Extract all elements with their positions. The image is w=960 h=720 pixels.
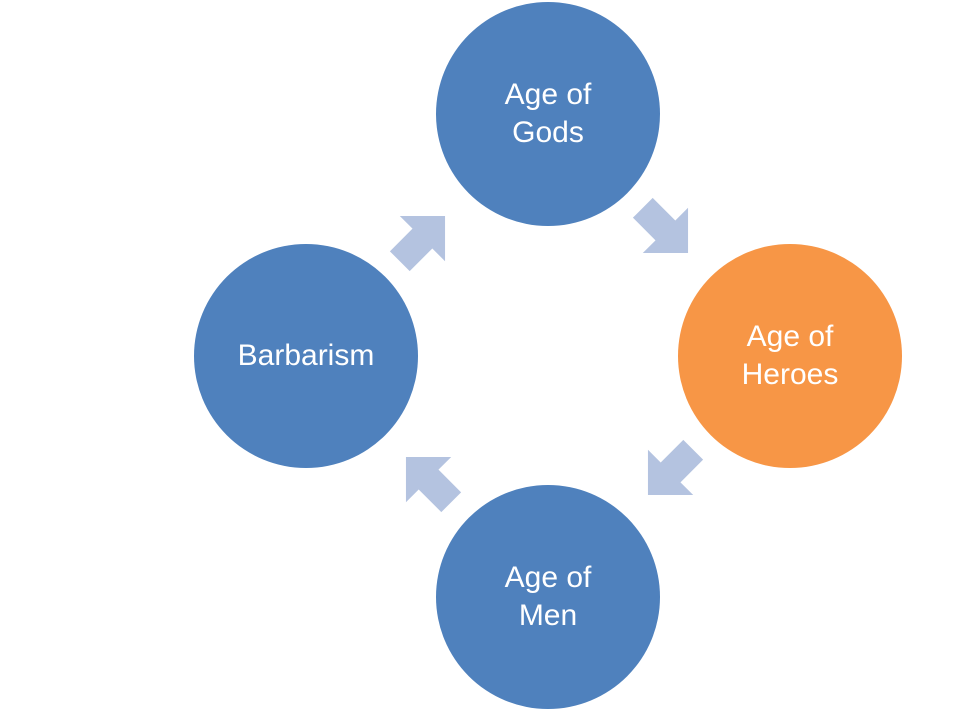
node-age-of-men (436, 485, 660, 709)
node-age-of-heroes (678, 244, 902, 468)
arrow-men-to-barbarism (405, 456, 462, 513)
arrow-heroes-to-men (647, 439, 704, 496)
node-barbarism (194, 244, 418, 468)
arrow-gods-to-heroes (632, 197, 689, 254)
arrow-barbarism-to-gods (389, 215, 446, 272)
node-age-of-gods (436, 2, 660, 226)
